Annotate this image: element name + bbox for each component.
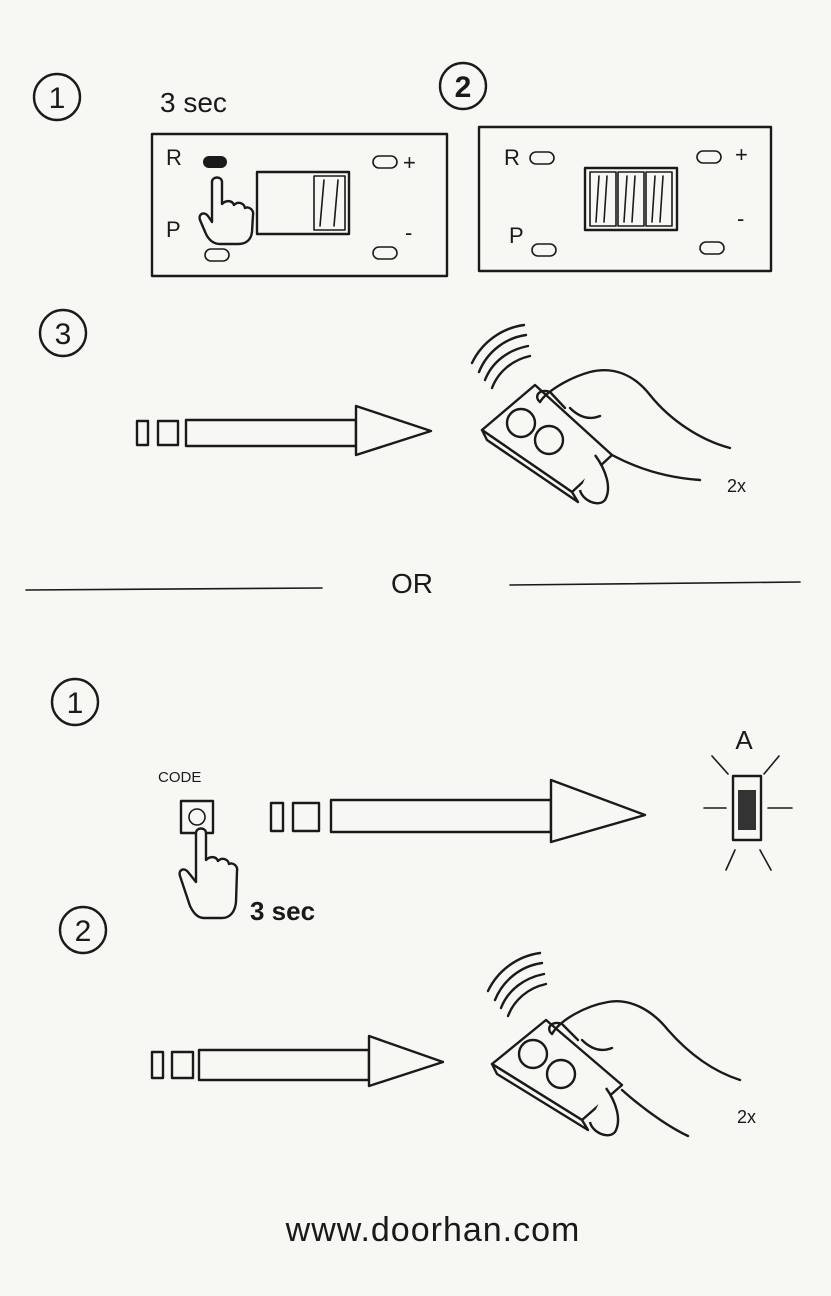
panel1-minus-button[interactable] — [372, 246, 398, 260]
panel2-p-label: P — [509, 223, 524, 248]
panel2-p-button[interactable] — [531, 243, 557, 257]
control-panel-2: R P + - — [477, 125, 773, 273]
panel1-p-button[interactable] — [204, 248, 230, 262]
remote-in-hand-icon-b2 — [486, 951, 742, 1138]
panel2-minus-button[interactable] — [699, 241, 725, 255]
step-a3-repeat: 2x — [727, 476, 746, 496]
panel1-display — [255, 170, 351, 236]
step-b2-marker: 2 — [58, 905, 108, 955]
code-button[interactable] — [179, 799, 215, 835]
led-label: A — [735, 725, 753, 755]
panel2-display — [583, 166, 679, 232]
step-a2-number: 2 — [455, 71, 472, 104]
pointing-finger-icon-b1 — [178, 827, 239, 920]
remote-in-hand-icon — [470, 323, 732, 505]
footer-url[interactable]: www.doorhan.com — [285, 1211, 581, 1249]
step-b2-repeat: 2x — [737, 1107, 756, 1127]
panel2-r-label: R — [504, 145, 520, 170]
step-a3-marker: 3 — [38, 308, 88, 358]
pointing-finger-icon — [198, 176, 255, 246]
step-a2-marker: 2 — [438, 61, 488, 111]
panel2-plus-label: + — [735, 142, 748, 167]
led-indicator-icon: A — [703, 725, 793, 871]
step-b1-marker: 1 — [50, 677, 100, 727]
control-panel-1: R P + - — [150, 132, 449, 278]
panel1-plus-button[interactable] — [372, 155, 398, 169]
arrow-a3-icon — [135, 404, 433, 457]
step-a1-duration: 3 sec — [160, 87, 227, 118]
step-a3-number: 3 — [55, 318, 72, 351]
step-b2-number: 2 — [75, 915, 92, 948]
step-b1-number: 1 — [67, 687, 84, 720]
panel1-plus-label: + — [403, 150, 416, 175]
or-label: OR — [391, 568, 433, 599]
arrow-b2-icon — [150, 1034, 445, 1088]
panel2-minus-label: - — [737, 206, 744, 231]
panel2-plus-button[interactable] — [696, 150, 722, 164]
panel1-r-label: R — [166, 145, 182, 170]
or-divider: OR — [25, 568, 801, 599]
step-a1-number: 1 — [49, 82, 66, 115]
code-button-label: CODE — [158, 769, 201, 786]
panel2-r-button[interactable] — [529, 151, 555, 165]
step-b1-duration: 3 sec — [250, 896, 315, 926]
panel1-minus-label: - — [405, 220, 412, 245]
step-a1-marker: 1 — [32, 72, 82, 122]
arrow-b1-icon — [269, 778, 647, 844]
panel1-r-button-pressed[interactable] — [203, 156, 227, 168]
panel1-p-label: P — [166, 217, 181, 242]
